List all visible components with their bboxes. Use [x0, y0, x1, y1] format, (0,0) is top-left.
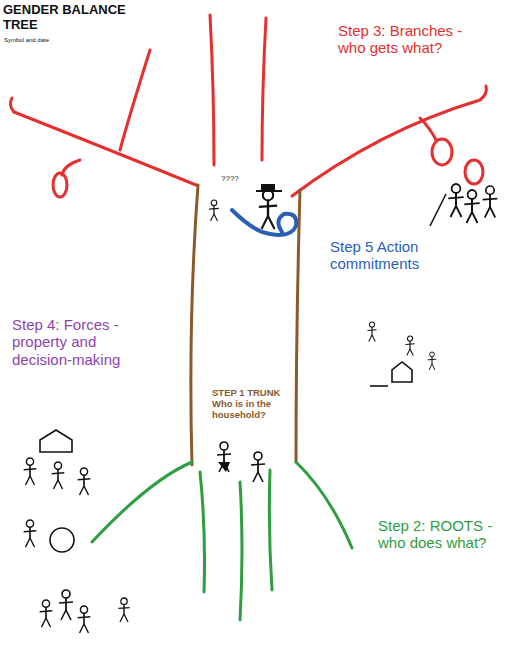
tree-drawing-part: [370, 385, 388, 387]
tree-drawing-part: [218, 462, 230, 472]
tree-drawing-part: [251, 452, 265, 482]
tree-drawing-part: [465, 160, 483, 184]
tree-drawing-part: [483, 186, 498, 218]
tree-drawing-part: [59, 590, 73, 620]
tree-drawing-part: [78, 468, 91, 495]
step-label: Step 2: ROOTS - who does what?: [378, 517, 510, 552]
tree-drawing-part: [367, 322, 376, 342]
tree-drawing-part: [24, 458, 37, 485]
tree-drawing-part: [432, 139, 452, 165]
tree-drawing-part: [40, 430, 72, 452]
tree-drawing-part: [448, 184, 463, 217]
tree-drawing-part: [120, 50, 150, 150]
tree-drawing-part: [52, 462, 65, 489]
tree-drawing-part: [428, 352, 436, 370]
tree-drawing-part: [62, 160, 80, 175]
tree-drawing-part: [292, 86, 486, 196]
tree-drawing-part: [269, 470, 272, 590]
tree-drawing-part: [10, 98, 14, 112]
figures: [24, 184, 498, 633]
tree-drawing-part: [92, 462, 192, 542]
tree-drawing-part: [262, 18, 266, 160]
tree-drawing-part: [296, 190, 300, 462]
tree-drawing-part: [296, 462, 352, 548]
tree-drawing-part: [420, 118, 436, 140]
tree-drawing-part: [209, 200, 219, 221]
tree-drawing-part: [210, 15, 214, 165]
branches: [10, 15, 486, 197]
step-label: Step 4: Forces - property and decision-m…: [12, 316, 147, 368]
tree-drawing-part: [200, 472, 205, 592]
tree-drawing-part: [40, 600, 53, 627]
tree-drawing-part: [430, 194, 446, 226]
trunk: [191, 185, 300, 465]
step-label: Step 3: Branches - who gets what?: [338, 22, 468, 57]
tree-drawing-part: [392, 362, 412, 382]
tree-drawing-part: [256, 190, 282, 192]
roots: [92, 462, 352, 620]
tree-drawing-part: [259, 190, 277, 229]
tree-drawing-part: [217, 442, 231, 472]
tree-drawing-part: [261, 184, 275, 190]
tree-drawing-part: [118, 598, 129, 622]
question-marks: ????: [221, 174, 261, 183]
step-label: STEP 1 TRUNK Who is in the household?: [212, 388, 294, 421]
tree-drawing-part: [50, 528, 74, 552]
tree-drawing-part: [24, 520, 37, 547]
tree-drawing-part: [53, 173, 67, 197]
diagram-title: GENDER BALANCE TREE: [3, 3, 128, 33]
note-text: Symbol and date: [4, 37, 104, 44]
step-label: Step 5 Action commitments: [330, 238, 442, 273]
tree-drawing-part: [464, 190, 479, 223]
tree-drawing-part: [240, 482, 242, 620]
tree-drawing-part: [14, 112, 196, 185]
tree-drawing-part: [78, 606, 91, 633]
tree-drawing-part: [405, 336, 414, 356]
tree-drawing-part: [191, 185, 198, 465]
